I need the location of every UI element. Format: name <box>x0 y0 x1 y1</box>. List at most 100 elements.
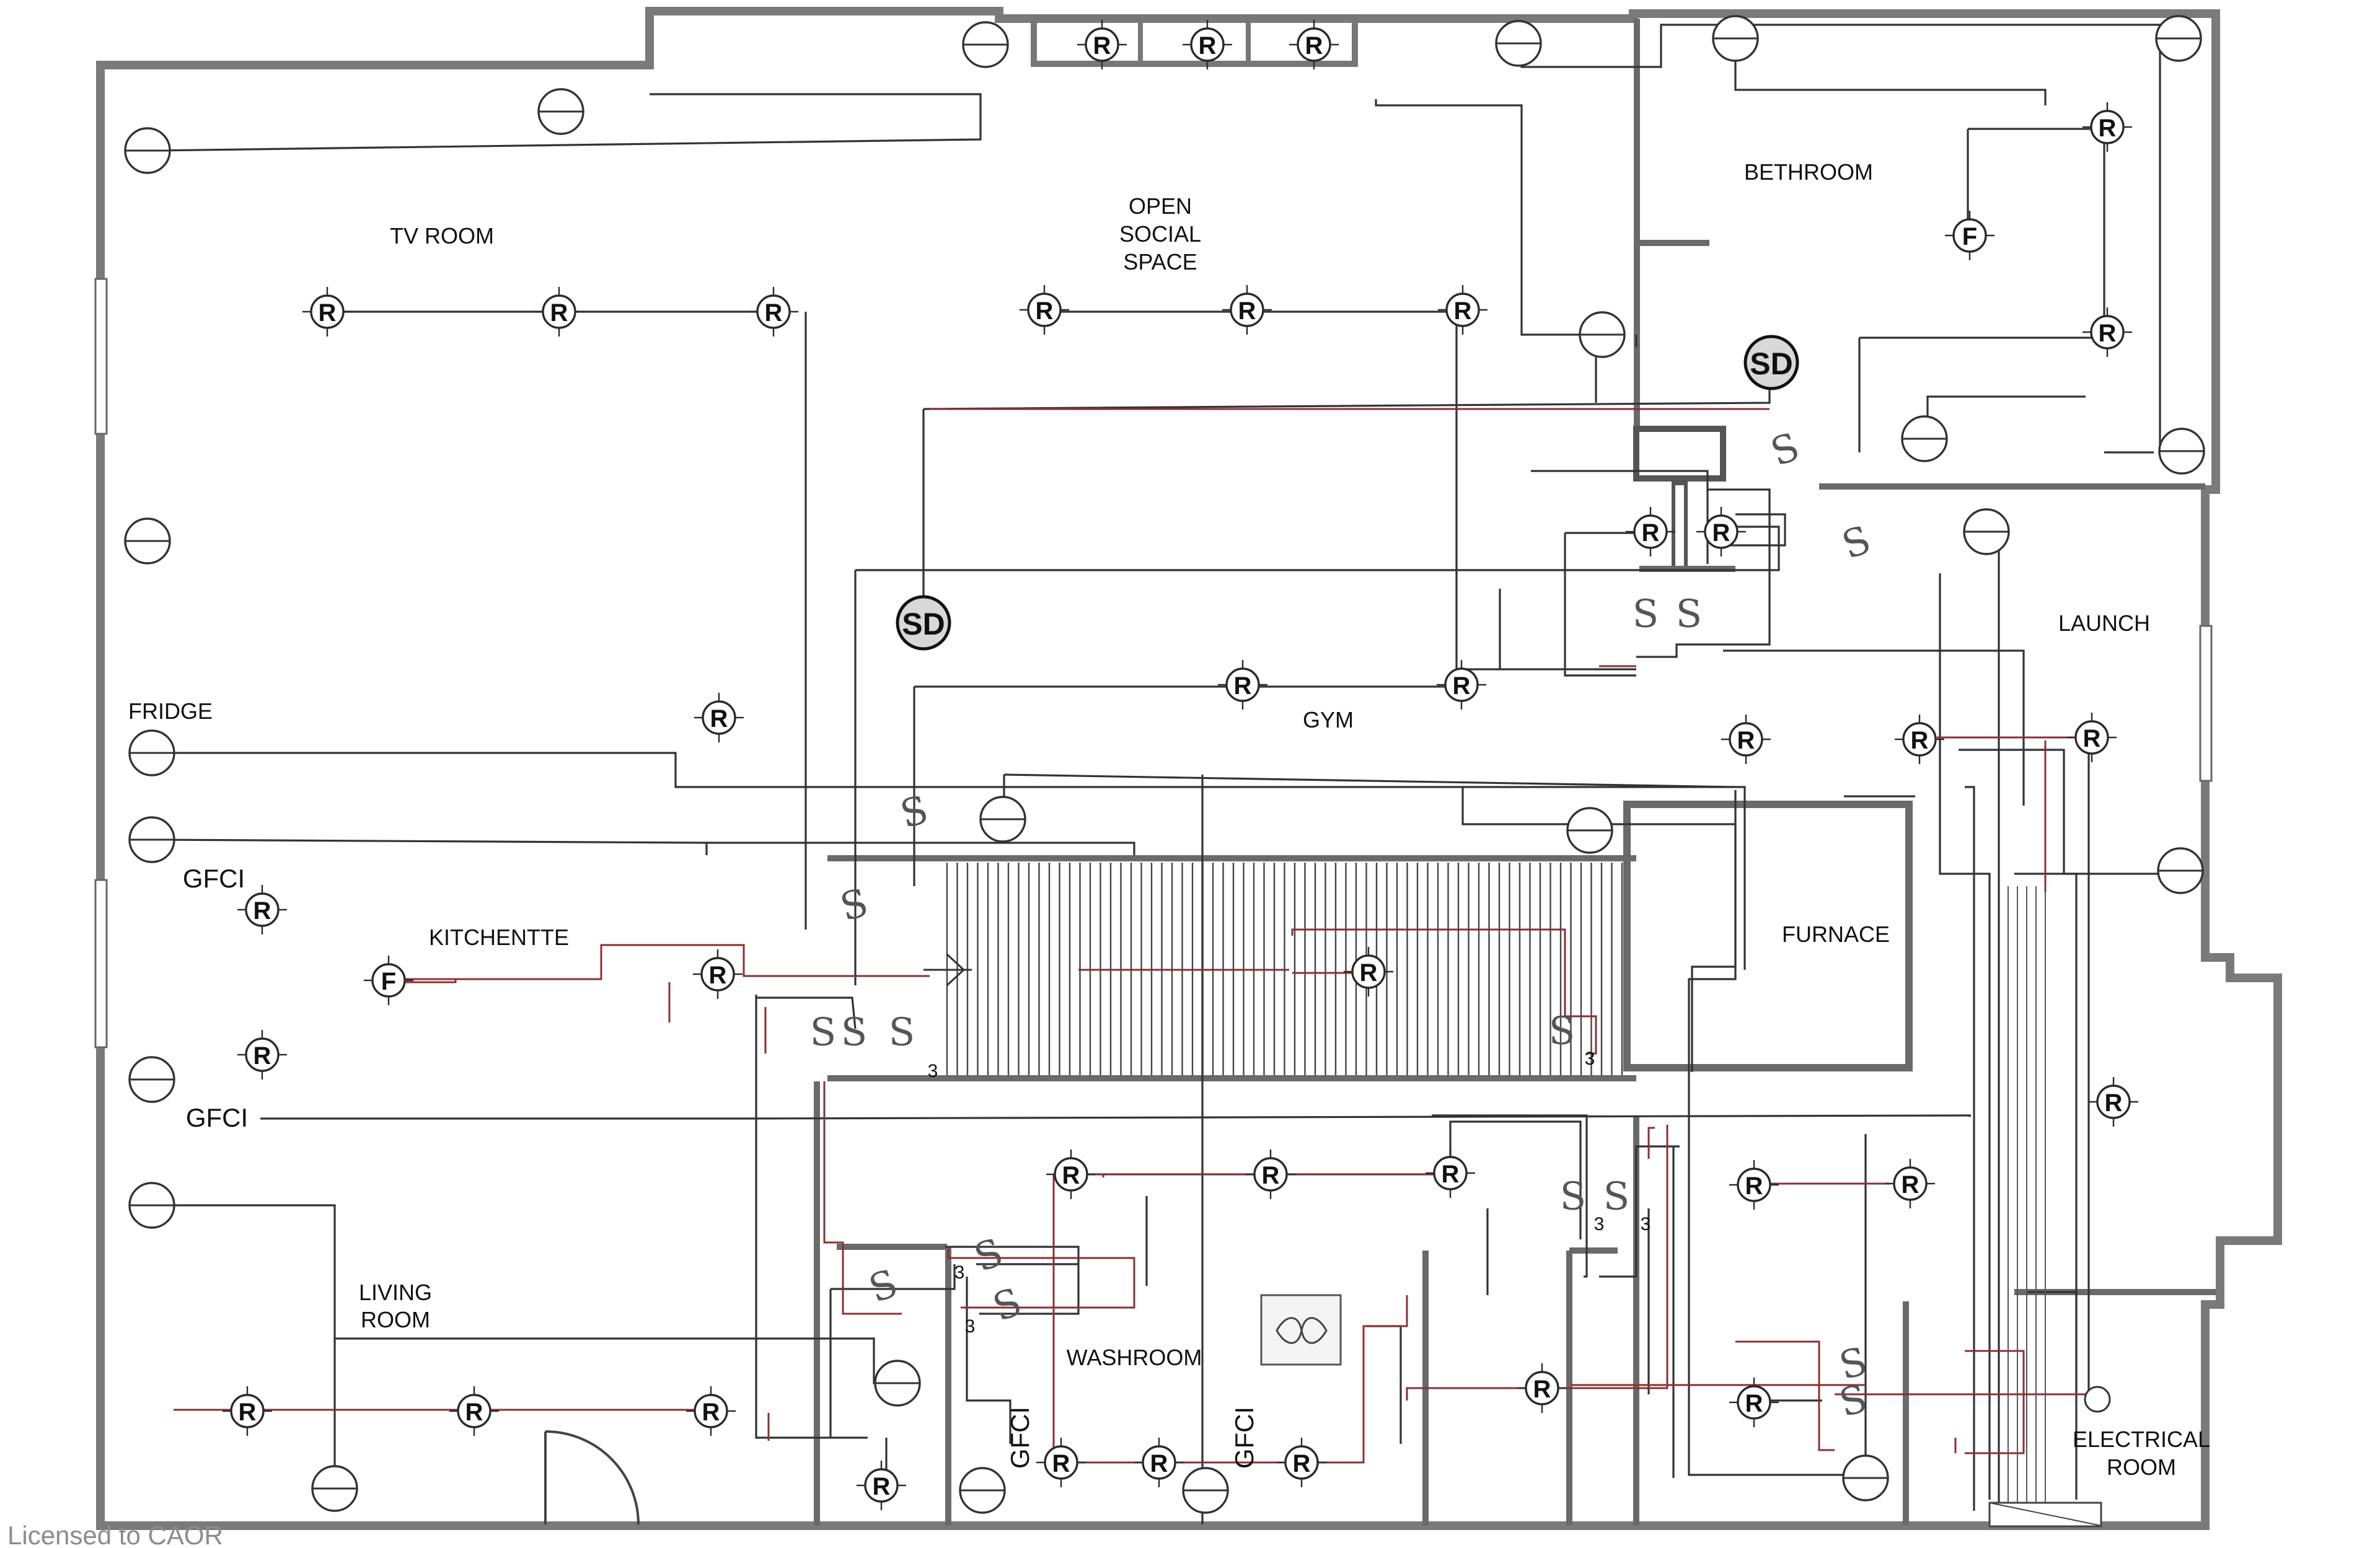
switch-symbol: S <box>841 1009 867 1055</box>
recessed-light-symbol: R <box>1745 1390 1763 1417</box>
recessed-light: R <box>2082 102 2132 152</box>
recessed-light-symbol: R <box>2099 115 2117 142</box>
recessed-light-symbol: R <box>1911 727 1929 754</box>
wall-light <box>2155 15 2202 62</box>
switch-symbol: S <box>969 1229 1009 1280</box>
wall-light <box>537 88 584 135</box>
switch-symbol: S <box>835 879 873 930</box>
ceiling-fan: F <box>364 956 413 1005</box>
three-way-mark: 3 <box>954 1262 965 1283</box>
label-fridge: FRIDGE <box>128 698 213 724</box>
three-way-mark: 3 <box>1641 1214 1651 1234</box>
recessed-light: R <box>1289 20 1339 69</box>
label-open-line-3: SPACE <box>1123 249 1197 275</box>
switch-symbol: S <box>896 786 933 837</box>
gfci-labels: GFCI GFCI GFCI GFCI <box>183 864 1259 1469</box>
wall-light <box>128 1056 175 1103</box>
recessed-light: R <box>857 1461 906 1510</box>
recessed-light: R <box>1020 285 1069 335</box>
recessed-light-symbol: R <box>1902 1171 1919 1198</box>
switch-symbol: S <box>1549 1008 1575 1053</box>
recessed-light: R <box>1277 1438 1326 1487</box>
entry-door <box>544 1430 640 1525</box>
recessed-light: R <box>749 287 798 336</box>
skylight-boxes <box>1031 14 1358 67</box>
recessed-light-symbol: R <box>702 1399 720 1426</box>
recessed-light: R <box>1729 1160 1779 1210</box>
wall-light <box>1566 807 1613 854</box>
recessed-light-symbol: R <box>1062 1162 1080 1189</box>
outlet-electrical <box>2084 1386 2111 1413</box>
recessed-light-symbol: R <box>1293 1450 1311 1477</box>
recessed-light: R <box>1729 1378 1779 1427</box>
label-living-line-1: LIVING <box>359 1280 432 1305</box>
wall-light <box>128 816 175 863</box>
switch-symbol: S <box>1836 516 1877 568</box>
switch-symbol: S <box>1765 423 1805 475</box>
recessed-light: R <box>237 885 287 935</box>
recessed-light: R <box>534 287 584 336</box>
recessed-light: R <box>1426 1148 1475 1198</box>
switch-symbol: S <box>863 1260 904 1311</box>
recessed-light-symbol: R <box>709 962 727 989</box>
license-watermark: Licensed to CAOR <box>7 1521 223 1548</box>
recessed-light-symbol: R <box>550 299 568 327</box>
wall-light <box>128 1182 175 1229</box>
recessed-light-symbol: R <box>2105 1089 2123 1117</box>
recessed-light: R <box>1437 660 1486 710</box>
recessed-light: R <box>1696 507 1746 556</box>
interior-walls <box>814 19 2216 1526</box>
wall-light <box>979 796 1026 843</box>
recessed-light: R <box>1183 20 1232 69</box>
smoke-detector-label: SD <box>1750 346 1792 381</box>
recessed-light-symbol: R <box>1052 1450 1070 1477</box>
room-labels: TV ROOM OPEN SOCIAL SPACE BETHROOM LAUNC… <box>128 159 2210 1480</box>
wall-light <box>1579 311 1626 358</box>
recessed-light: R <box>1046 1150 1096 1199</box>
recessed-light-symbol: R <box>1305 32 1323 59</box>
exhaust-fan-panel <box>1260 1294 1342 1366</box>
recessed-light-symbol: R <box>1533 1376 1551 1403</box>
recessed-light-symbol: R <box>1737 727 1755 754</box>
recessed-light: R <box>693 949 743 999</box>
recessed-light-symbol: R <box>1150 1450 1168 1477</box>
recessed-light-symbol: R <box>465 1399 483 1426</box>
label-open-line-1: OPEN <box>1129 193 1192 219</box>
switch-symbol: S <box>889 1009 915 1055</box>
recessed-light: R <box>1222 285 1272 335</box>
recessed-light-symbol: R <box>1360 959 1378 987</box>
gfci-label-kitchen-top: GFCI <box>183 864 245 893</box>
recessed-light: R <box>1246 1150 1295 1199</box>
label-living-line-2: ROOM <box>361 1307 430 1332</box>
wall-light <box>311 1465 358 1512</box>
recessed-light: R <box>694 693 744 742</box>
recessed-light: R <box>223 1386 272 1436</box>
label-electrical-line-2: ROOM <box>2107 1454 2176 1480</box>
recessed-light-symbol: R <box>1234 672 1252 700</box>
recessed-light: R <box>1438 285 1488 335</box>
recessed-light-symbol: R <box>1712 519 1730 547</box>
label-kitchentte: KITCHENTTE <box>429 925 569 950</box>
recessed-light: R <box>686 1386 736 1436</box>
recessed-light: R <box>1077 20 1127 69</box>
recessed-light: R <box>2067 713 2117 762</box>
switch-symbol: S <box>1560 1174 1586 1219</box>
recessed-light-symbol: R <box>319 299 337 327</box>
recessed-light-symbol: R <box>1745 1172 1763 1200</box>
wall-light <box>128 729 175 776</box>
label-bethroom: BETHROOM <box>1744 159 1873 185</box>
three-way-mark: 3 <box>965 1316 976 1337</box>
recessed-light: R <box>2089 1077 2138 1127</box>
recessed-light-symbol: R <box>1642 519 1660 547</box>
wall-light <box>962 21 1009 68</box>
label-electrical-line-1: ELECTRICAL <box>2073 1427 2210 1452</box>
recessed-light: R <box>1885 1159 1935 1208</box>
switch-symbol: S <box>1676 591 1702 636</box>
wall-lights <box>124 15 2205 1514</box>
switch-symbol: S <box>810 1009 836 1055</box>
smoke-detector-social: SD <box>896 595 951 651</box>
recessed-light-symbol: R <box>253 1042 271 1070</box>
recessed-light-symbol: R <box>765 299 783 327</box>
